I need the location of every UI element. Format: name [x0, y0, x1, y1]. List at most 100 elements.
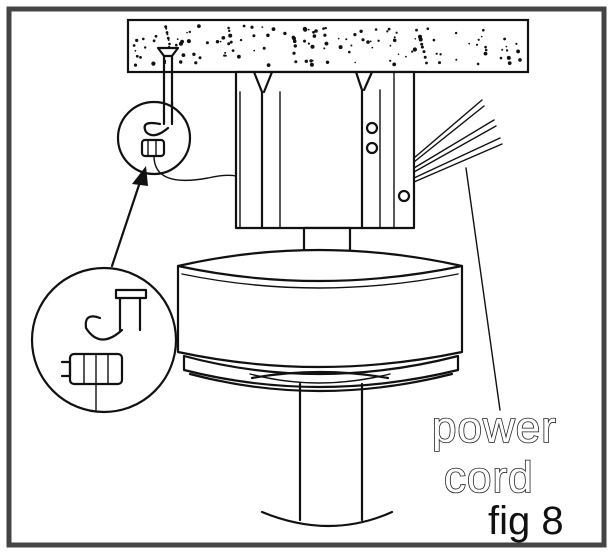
- slab-speckle: [426, 27, 430, 31]
- slab-speckle: [345, 38, 348, 41]
- lower-rod: [260, 382, 394, 528]
- slab-speckle: [499, 56, 503, 60]
- slab-speckle: [353, 33, 357, 37]
- slab-speckle: [253, 49, 256, 52]
- slab-speckle: [252, 34, 256, 38]
- slab-speckle: [292, 36, 296, 41]
- slab-speckle: [405, 55, 407, 58]
- hook-icon: [143, 121, 170, 137]
- slab-speckle: [423, 55, 427, 59]
- slab-speckle: [302, 26, 307, 32]
- slab-speckle: [292, 39, 297, 44]
- slab-speckle: [392, 62, 397, 67]
- slab-speckle: [371, 46, 374, 49]
- slab-speckle: [228, 29, 231, 33]
- slab-speckle: [303, 39, 306, 43]
- slab-speckle: [482, 28, 485, 32]
- slab-speckle: [501, 48, 504, 51]
- slab-speckle: [307, 28, 310, 31]
- slab-speckle: [505, 49, 509, 52]
- slab-speckle: [312, 34, 317, 38]
- slab-speckle: [389, 59, 392, 62]
- slab-speckle: [175, 43, 178, 47]
- slab-speckle: [475, 43, 479, 46]
- slab-speckle: [418, 37, 423, 42]
- slab-speckle: [518, 58, 522, 62]
- slab-speckle: [337, 37, 340, 40]
- slab-speckle: [223, 54, 226, 57]
- slab-speckle: [348, 50, 351, 54]
- motor-housing: [234, 70, 416, 230]
- slab-speckle: [515, 42, 518, 45]
- slab-speckle: [132, 44, 136, 47]
- clip-icon: [140, 138, 166, 158]
- slab-speckle: [503, 37, 506, 41]
- slab-speckle: [283, 31, 287, 36]
- slab-speckle: [221, 36, 225, 40]
- slab-speckle: [180, 39, 185, 44]
- slab-speckle: [266, 33, 270, 38]
- slab-speckle: [412, 47, 417, 52]
- slab-speckle: [188, 30, 191, 34]
- slab-speckle: [435, 52, 438, 55]
- slab-speckle: [239, 38, 243, 42]
- slab-speckle: [411, 50, 414, 53]
- slab-speckle: [167, 39, 170, 41]
- slab-speckle: [325, 60, 330, 64]
- slab-speckle: [134, 49, 137, 52]
- slab-speckle: [438, 61, 441, 65]
- slab-speckle: [192, 52, 196, 56]
- slab-speckle: [294, 60, 298, 64]
- slab-speckle: [312, 30, 315, 34]
- detail-circle-small: [116, 100, 237, 182]
- slab-speckle: [135, 54, 139, 58]
- slab-speckle: [395, 31, 398, 34]
- slab-speckle: [179, 60, 183, 64]
- power-cord-wires: [413, 99, 503, 183]
- slab-speckle: [468, 42, 471, 45]
- fan-motor-body: [176, 248, 464, 393]
- slab-speckle: [377, 39, 380, 42]
- slab-speckle: [271, 27, 276, 31]
- zoom-arrow: [110, 166, 148, 268]
- slab-speckle: [307, 42, 310, 45]
- slab-speckle: [477, 38, 480, 41]
- slab-speckle: [309, 62, 314, 67]
- slab-speckle: [227, 26, 230, 30]
- slab-speckle: [164, 25, 168, 29]
- slab-speckle: [309, 59, 313, 63]
- housing-screw: [397, 189, 411, 203]
- slab-speckle: [144, 46, 147, 49]
- power-label: power: [432, 403, 557, 452]
- slab-speckle: [350, 44, 353, 47]
- slab-speckle: [517, 51, 520, 54]
- figure-number: fig 8: [488, 499, 564, 543]
- cord-label: cord: [444, 453, 534, 502]
- ceiling-slab: [126, 18, 530, 74]
- slab-speckle: [215, 40, 220, 44]
- slab-speckle: [322, 27, 325, 30]
- slab-speckle: [420, 45, 424, 49]
- slab-speckle: [392, 38, 397, 43]
- slab-speckle: [151, 61, 156, 66]
- slab-speckle: [186, 31, 188, 34]
- slab-speckle: [507, 61, 512, 65]
- slab-speckle: [154, 34, 158, 38]
- slab-speckle: [224, 51, 227, 54]
- slab-speckle: [386, 30, 389, 33]
- slab-speckle: [186, 39, 191, 44]
- slab-speckle: [480, 35, 483, 38]
- slab-speckle: [415, 28, 418, 32]
- slab-speckle: [366, 40, 370, 44]
- slab-speckle: [194, 61, 198, 65]
- slab-speckle: [325, 42, 329, 46]
- slab-speckle: [324, 26, 327, 30]
- slab-speckle: [229, 40, 233, 44]
- slab-speckle: [197, 24, 201, 28]
- slab-speckle: [219, 40, 222, 43]
- slab-speckle: [323, 47, 326, 50]
- slab-speckle: [168, 42, 171, 46]
- slab-speckle: [476, 62, 480, 66]
